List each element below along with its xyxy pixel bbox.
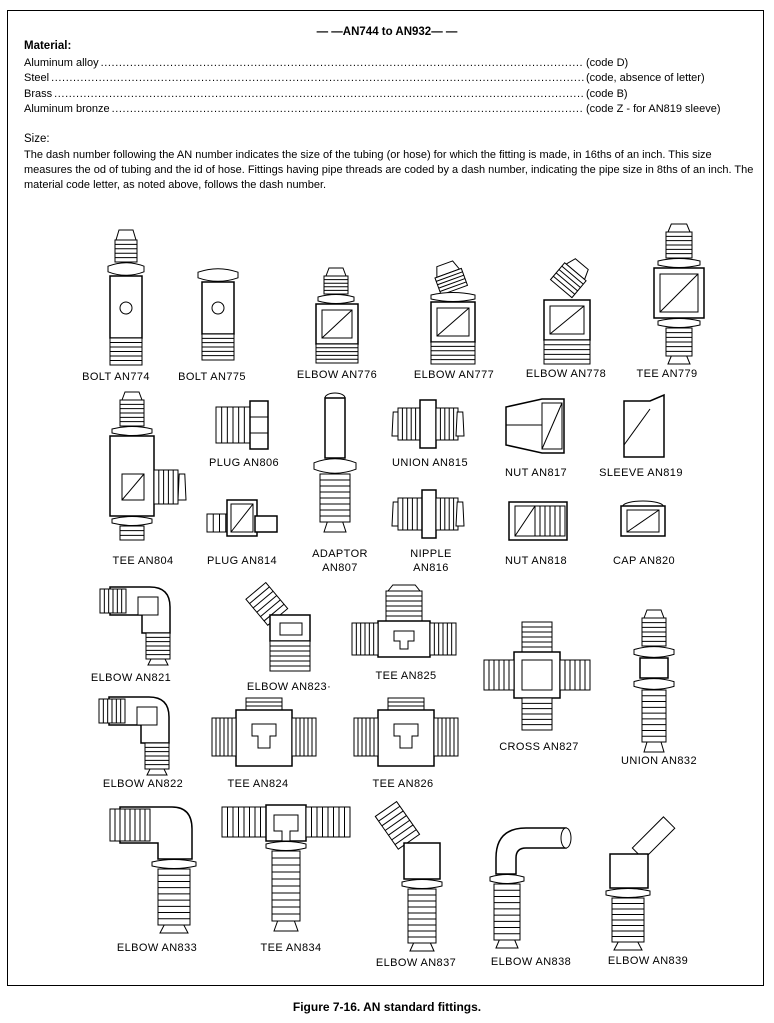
fitting-label: BOLT AN774 [82,371,150,383]
fitting-label: ELBOW AN777 [413,369,495,381]
fitting-label: ELBOW AN776 [296,369,378,381]
size-description: The dash number following the AN number … [24,149,754,191]
fitting-label: NUT AN818 [504,555,568,567]
elbow-fitting-icon [250,585,312,675]
fitting-label: SLEEVE AN819 [599,467,683,479]
fitting-label: ELBOW AN823· [246,681,332,693]
fitting-label: PLUG AN814 [206,555,278,567]
fitting-label: ELBOW AN821 [90,672,172,684]
fitting-label: UNION AN815 [392,457,468,469]
elbow-fitting-icon [100,585,180,665]
fitting-label: ELBOW AN833 [116,942,198,954]
fitting-label: NUT AN817 [504,467,568,479]
fitting-label: TEE AN826 [372,778,434,790]
tee-fitting-icon [650,224,708,364]
fitting-label: BOLT AN775 [178,371,246,383]
elbow-fitting-icon [380,803,452,951]
material-title: Material: [24,40,72,52]
fitting-label: ELBOW AN778 [525,368,607,380]
fitting-label: TEE AN834 [260,942,322,954]
adaptor-fitting-icon [312,392,358,542]
elbow-fitting-icon [522,262,602,364]
fitting-label: ELBOW AN837 [375,957,457,969]
tee-fitting-icon [350,585,460,665]
fitting-label: CROSS AN827 [499,741,579,753]
fitting-label: ELBOW AN839 [607,955,689,967]
spec-header: — —AN744 to AN932— — [316,26,458,38]
union-fitting-icon [392,398,464,450]
elbow-fitting-icon [98,695,180,775]
elbow-fitting-icon [598,818,678,950]
fitting-label: ELBOW AN838 [490,956,572,968]
elbow-fitting-icon [308,268,364,363]
cap-fitting-icon [617,500,669,540]
fitting-label: TEE AN825 [375,670,437,682]
material-row: Steel(code, absence of letter) [24,71,749,86]
nipple-fitting-icon [392,488,464,540]
tee-fitting-icon [222,803,350,931]
nut-fitting-icon [502,395,568,458]
fitting-label: TEE AN824 [227,778,289,790]
size-title: Size: [24,133,50,145]
plug-fitting-icon [205,492,277,540]
fitting-label: ELBOW AN822 [102,778,184,790]
fitting-label: PLUG AN806 [208,457,280,469]
fitting-label: TEE AN804 [112,555,174,567]
union-fitting-icon [630,610,678,752]
nut-fitting-icon [507,500,569,542]
material-row: Aluminum bronze(code Z - for AN819 sleev… [24,102,749,117]
fitting-label: UNION AN832 [621,755,697,767]
material-row: Brass(code B) [24,87,749,102]
plug-fitting-icon [216,395,268,455]
material-row: Aluminum alloy(code D) [24,56,749,71]
sleeve-fitting-icon [620,395,668,457]
elbow-fitting-icon [425,262,487,364]
cross-fitting-icon [484,622,590,730]
fitting-label: TEE AN779 [636,368,698,380]
figure-caption: Figure 7-16. AN standard fittings. [292,1000,482,1014]
elbow-fitting-icon [110,803,196,933]
material-list: Aluminum alloy(code D) Steel(code, absen… [24,56,749,117]
tee-fitting-icon [108,392,186,540]
figure-frame [7,10,764,986]
bolt-fitting-icon [102,230,150,365]
elbow-fitting-icon [486,818,578,948]
tee-fitting-icon [210,698,320,770]
fitting-label: CAP AN820 [612,555,676,567]
bolt-fitting-icon [196,268,240,360]
tee-fitting-icon [352,698,462,770]
